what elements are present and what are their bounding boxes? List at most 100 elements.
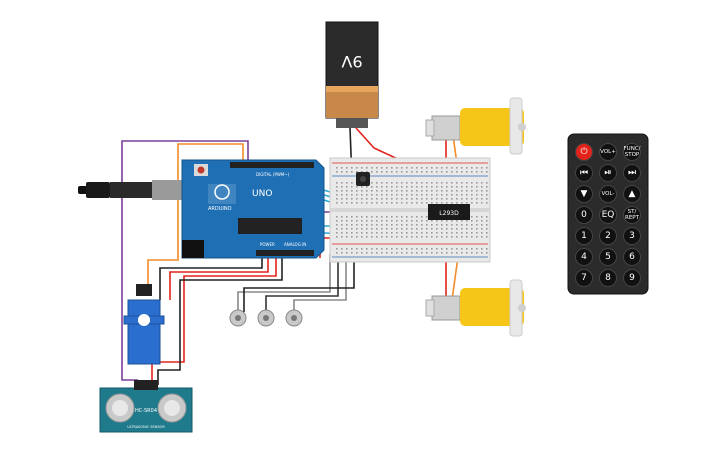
remote-button-label: ST/ bbox=[628, 209, 637, 215]
potentiometer-3[interactable] bbox=[285, 309, 303, 327]
remote-button[interactable] bbox=[599, 206, 617, 224]
breadboard-hole bbox=[396, 248, 398, 250]
breadboard-hole bbox=[426, 252, 428, 254]
breadboard-hole bbox=[401, 171, 403, 173]
dc-motor-top[interactable] bbox=[425, 97, 526, 155]
remote-button[interactable] bbox=[623, 227, 641, 245]
breadboard-hole bbox=[376, 182, 378, 184]
breadboard-hole bbox=[446, 194, 448, 196]
breadboard-hole bbox=[426, 216, 428, 218]
arduino-uno[interactable]: UNO ARDUINO POWER ANALOG IN DIGITAL (PWM… bbox=[181, 159, 325, 259]
breadboard-hole bbox=[356, 186, 358, 188]
breadboard-hole bbox=[346, 202, 348, 204]
breadboard-hole bbox=[471, 186, 473, 188]
breadboard-hole bbox=[481, 228, 483, 230]
remote-button[interactable] bbox=[575, 206, 593, 224]
breadboard-hole bbox=[421, 232, 423, 234]
remote-button-label: VOL- bbox=[602, 191, 615, 197]
ultrasonic-sub-label: ULTRASONIC SENSOR bbox=[127, 425, 165, 429]
breadboard-hole bbox=[341, 224, 343, 226]
breadboard-hole bbox=[451, 220, 453, 222]
breadboard-hole bbox=[471, 232, 473, 234]
breadboard-hole bbox=[436, 248, 438, 250]
remote-button[interactable] bbox=[575, 164, 593, 182]
breadboard-hole bbox=[386, 171, 388, 173]
breadboard-hole bbox=[391, 220, 393, 222]
breadboard-hole bbox=[371, 171, 373, 173]
breadboard-hole bbox=[376, 252, 378, 254]
breadboard-hole bbox=[361, 228, 363, 230]
remote-button[interactable] bbox=[623, 143, 641, 161]
breadboard-hole bbox=[406, 232, 408, 234]
breadboard-hole bbox=[376, 248, 378, 250]
remote-button[interactable] bbox=[623, 164, 641, 182]
breadboard-hole bbox=[341, 194, 343, 196]
remote-button-label: 6 bbox=[629, 252, 635, 262]
breadboard-hole bbox=[431, 186, 433, 188]
breadboard-hole bbox=[336, 167, 338, 169]
breadboard-hole bbox=[431, 228, 433, 230]
breadboard-hole bbox=[421, 228, 423, 230]
remote-button[interactable] bbox=[623, 248, 641, 266]
breadboard-hole bbox=[466, 190, 468, 192]
breadboard-hole bbox=[391, 190, 393, 192]
remote-button[interactable] bbox=[599, 164, 617, 182]
remote-button[interactable] bbox=[623, 206, 641, 224]
breadboard-hole bbox=[466, 228, 468, 230]
breadboard-hole bbox=[361, 232, 363, 234]
breadboard-hole bbox=[386, 216, 388, 218]
breadboard-hole bbox=[471, 190, 473, 192]
remote-button[interactable] bbox=[575, 185, 593, 203]
breadboard-hole bbox=[371, 252, 373, 254]
breadboard-hole bbox=[441, 232, 443, 234]
arduino-logo-icon bbox=[214, 184, 230, 200]
breadboard-hole bbox=[336, 171, 338, 173]
breadboard-hole bbox=[341, 182, 343, 184]
ultrasonic-sensor[interactable]: HC-SR04 ULTRASONIC SENSOR bbox=[99, 380, 193, 433]
breadboard-hole bbox=[426, 220, 428, 222]
breadboard-hole bbox=[461, 182, 463, 184]
battery-9v[interactable]: 9V bbox=[325, 21, 379, 128]
breadboard-hole bbox=[341, 248, 343, 250]
breadboard-hole bbox=[376, 202, 378, 204]
remote-button[interactable] bbox=[575, 248, 593, 266]
remote-button[interactable] bbox=[623, 269, 641, 287]
power-button[interactable] bbox=[575, 143, 593, 161]
remote-button[interactable] bbox=[599, 143, 617, 161]
motor-driver-chip[interactable]: L293D bbox=[428, 204, 470, 220]
breadboard-hole bbox=[441, 186, 443, 188]
breadboard-hole bbox=[411, 167, 413, 169]
breadboard-hole bbox=[356, 252, 358, 254]
breadboard-hole bbox=[396, 224, 398, 226]
remote-button[interactable] bbox=[599, 248, 617, 266]
breadboard-hole bbox=[371, 182, 373, 184]
wire-black-sensor bbox=[157, 258, 283, 385]
breadboard[interactable]: L293D bbox=[329, 157, 491, 263]
remote-button[interactable] bbox=[599, 269, 617, 287]
potentiometer-2[interactable] bbox=[257, 309, 275, 327]
remote-button[interactable] bbox=[575, 227, 593, 245]
dc-motor-bottom[interactable] bbox=[425, 279, 526, 337]
remote-button[interactable] bbox=[575, 269, 593, 287]
breadboard-hole bbox=[386, 186, 388, 188]
breadboard-hole bbox=[391, 202, 393, 204]
breadboard-hole bbox=[346, 198, 348, 200]
remote-button[interactable] bbox=[599, 185, 617, 203]
remote-button[interactable] bbox=[599, 227, 617, 245]
breadboard-hole bbox=[386, 248, 388, 250]
breadboard-hole bbox=[456, 224, 458, 226]
breadboard-hole bbox=[471, 202, 473, 204]
breadboard-hole bbox=[421, 252, 423, 254]
breadboard-hole bbox=[361, 194, 363, 196]
servo-motor[interactable] bbox=[123, 284, 165, 365]
breadboard-hole bbox=[371, 202, 373, 204]
breadboard-hole bbox=[416, 236, 418, 238]
potentiometer-1[interactable] bbox=[229, 309, 247, 327]
breadboard-hole bbox=[341, 228, 343, 230]
breadboard-hole bbox=[421, 186, 423, 188]
breadboard-hole bbox=[466, 198, 468, 200]
breadboard-hole bbox=[426, 236, 428, 238]
ultrasonic-label: HC-SR04 bbox=[135, 408, 157, 414]
remote-button[interactable] bbox=[623, 185, 641, 203]
